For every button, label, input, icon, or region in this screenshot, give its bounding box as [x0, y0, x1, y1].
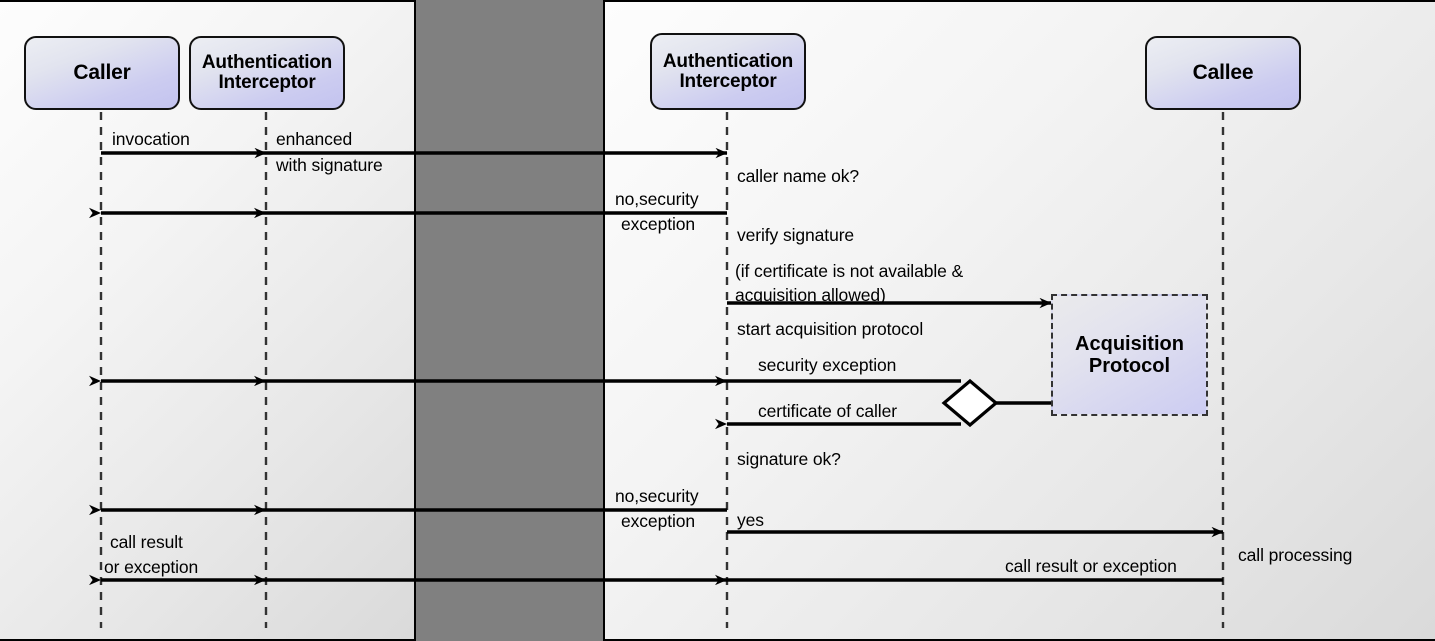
label-enhanced: enhanced — [276, 129, 353, 149]
label-call-processing: call processing — [1238, 545, 1353, 565]
label-yes: yes — [737, 510, 764, 530]
label-no-security-1: no,security — [615, 189, 699, 209]
label-verify-signature: verify signature — [737, 225, 855, 245]
lifeline-group — [99, 112, 1225, 628]
label-exception-2: exception — [621, 511, 696, 531]
lifeline-label-callee: Callee — [1192, 60, 1254, 84]
label-caller-name-ok: caller name ok? — [737, 166, 860, 186]
branch-diamond — [941, 378, 999, 428]
label-security-exception: security exception — [758, 355, 897, 375]
label-call-result: call result — [110, 532, 183, 552]
lifeline-box-callee[interactable]: Callee — [1145, 36, 1301, 110]
label-exception-1: exception — [621, 214, 696, 234]
label-certificate-condition-1: (if certificate is not available & — [735, 261, 964, 281]
label-invocation: invocation — [112, 129, 190, 149]
lifeline-box-caller[interactable]: Caller — [24, 36, 180, 110]
lifeline-label-caller: Caller — [73, 60, 131, 84]
label-signature-ok: signature ok? — [737, 449, 841, 469]
label-call-result-or-exception: call result or exception — [1005, 556, 1177, 576]
label-certificate-condition-2: acquisition allowed) — [735, 285, 886, 305]
label-or-exception: or exception — [104, 557, 199, 577]
label-start-acquisition-protocol: start acquisition protocol — [737, 319, 924, 339]
label-no-security-2: no,security — [615, 486, 699, 506]
label-with-signature: with signature — [276, 155, 383, 175]
label-certificate-of-caller: certificate of caller — [758, 401, 897, 421]
